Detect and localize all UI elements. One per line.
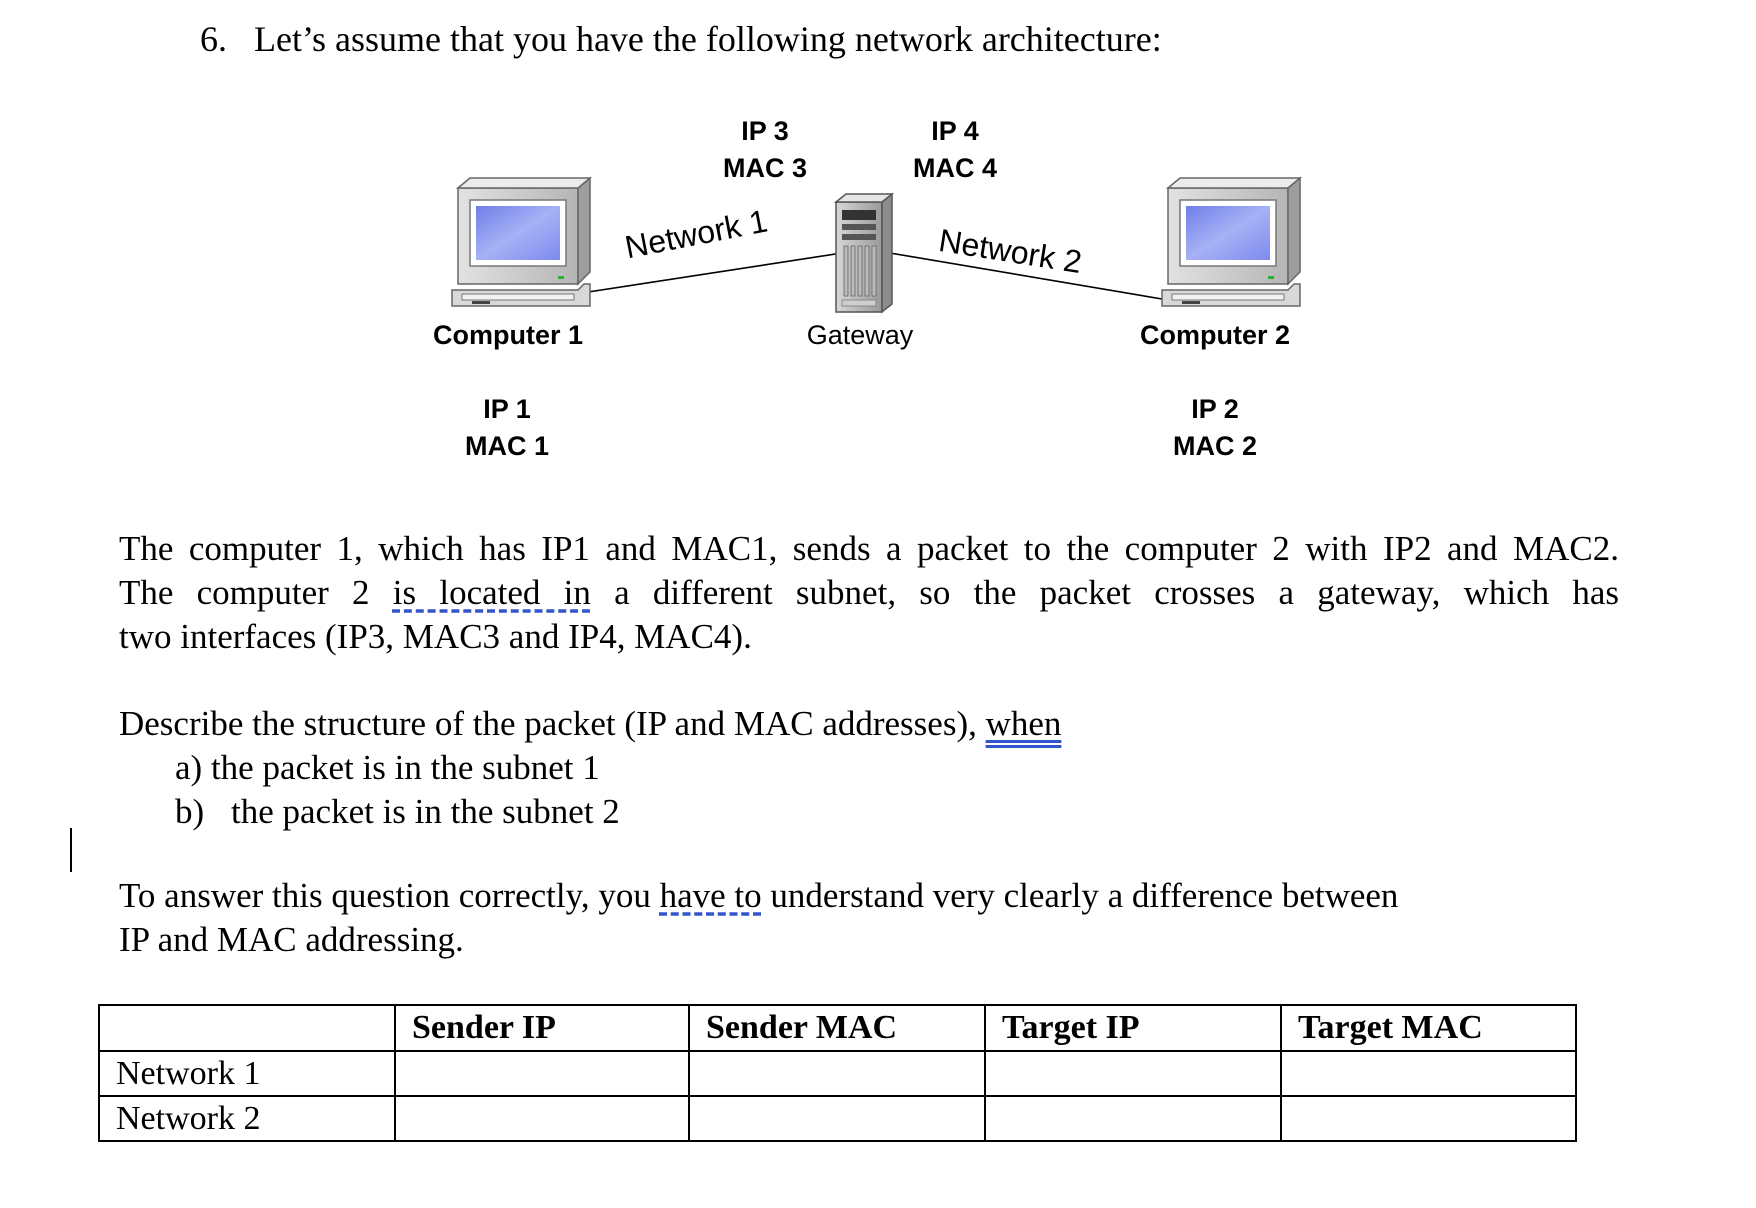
mac-1-label: MAC 1 [464, 431, 549, 461]
gateway-label: Gateway [806, 320, 914, 350]
hint-line-1: To answer this question correctly, you h… [119, 874, 1398, 918]
table-cell[interactable] [984, 1095, 1282, 1142]
network-2-link [889, 252, 1169, 301]
computer-1-address-label: IP 1 MAC 1 [447, 391, 567, 465]
table-row: Network 1 [98, 1050, 1577, 1097]
scenario-line-3: two interfaces (IP3, MAC3 and IP4, MAC4)… [119, 617, 752, 656]
table-header-row: Sender IP Sender MAC Target IP Target MA… [98, 1004, 1577, 1052]
table-cell[interactable] [688, 1050, 986, 1097]
ip-2-label: IP 2 [1191, 394, 1239, 424]
text-cursor [70, 828, 72, 872]
task-item-a: a) the packet is in the subnet 1 [175, 748, 600, 787]
computer-2-address-label: IP 2 MAC 2 [1155, 391, 1275, 465]
question-number: 6. [200, 19, 227, 59]
network-diagram-graphic [451, 176, 1303, 314]
hint-line-1-start: To answer this question correctly, you [119, 876, 651, 915]
task-item-b: b) the packet is in the subnet 2 [175, 790, 620, 834]
ip-1-label: IP 1 [483, 394, 531, 424]
computer-1-label: Computer 1 [432, 320, 584, 350]
gateway-interface-2-label: IP 4 MAC 4 [895, 113, 1015, 187]
table-cell[interactable] [688, 1095, 986, 1142]
table-cell[interactable] [394, 1050, 690, 1097]
ip-4-label: IP 4 [931, 116, 979, 146]
table-header-target-mac[interactable]: Target MAC [1280, 1004, 1577, 1052]
ip-3-label: IP 3 [741, 116, 789, 146]
mac-2-label: MAC 2 [1172, 431, 1257, 461]
hint-line-2: IP and MAC addressing. [119, 920, 464, 959]
table-cell[interactable] [1280, 1095, 1577, 1142]
table-row: Network 2 [98, 1095, 1577, 1142]
scenario-line-1: The computer 1, which has IP1 and MAC1, … [119, 529, 1619, 568]
table-header-sender-ip[interactable]: Sender IP [394, 1004, 690, 1052]
table-header-cell[interactable] [98, 1004, 396, 1052]
task-paragraph: Describe the structure of the packet (IP… [119, 702, 1061, 746]
computer-2-icon [1161, 176, 1303, 307]
address-table: Sender IP Sender MAC Target IP Target MA… [98, 1004, 1577, 1142]
grammar-marked-phrase-2: have to [659, 876, 762, 915]
scenario-paragraph: The computer 1, which has IP1 and MAC1, … [119, 527, 1619, 659]
table-row-label-network-2[interactable]: Network 2 [98, 1095, 396, 1142]
scenario-line-2-end: a different subnet, so the packet crosse… [614, 573, 1619, 612]
mac-3-label: MAC 3 [722, 153, 807, 183]
gateway-server-icon [833, 192, 895, 314]
grammar-marked-phrase: is located in [392, 573, 591, 612]
question-text: Let’s assume that you have the following… [254, 19, 1162, 59]
table-header-sender-mac[interactable]: Sender MAC [688, 1004, 986, 1052]
hint-paragraph: To answer this question correctly, you h… [119, 874, 1398, 962]
gateway-interface-1-label: IP 3 MAC 3 [705, 113, 825, 187]
mac-4-label: MAC 4 [912, 153, 997, 183]
table-row-label-network-1[interactable]: Network 1 [98, 1050, 396, 1097]
grammar-marked-word: when [985, 704, 1062, 743]
network-1-link [574, 252, 843, 295]
table-cell[interactable] [984, 1050, 1282, 1097]
table-cell[interactable] [1280, 1050, 1577, 1097]
hint-line-1-end: understand very clearly a difference bet… [770, 876, 1399, 915]
task-text-start: Describe the structure of the packet (IP… [119, 704, 977, 743]
scenario-line-2-start: The computer 2 [119, 573, 370, 612]
question-heading: 6. Let’s assume that you have the followi… [200, 18, 1162, 60]
computer-2-label: Computer 2 [1139, 320, 1291, 350]
network-diagram: IP 3 MAC 3 IP 4 MAC 4 Network 1 Network … [0, 0, 1756, 470]
scenario-line-2: The computer 2 is located in a different… [119, 571, 1619, 615]
table-cell[interactable] [394, 1095, 690, 1142]
table-header-target-ip[interactable]: Target IP [984, 1004, 1282, 1052]
computer-1-icon [451, 176, 593, 307]
task-item-b-marker: b) [175, 792, 205, 831]
task-item-b-text: the packet is in the subnet 2 [231, 792, 620, 831]
